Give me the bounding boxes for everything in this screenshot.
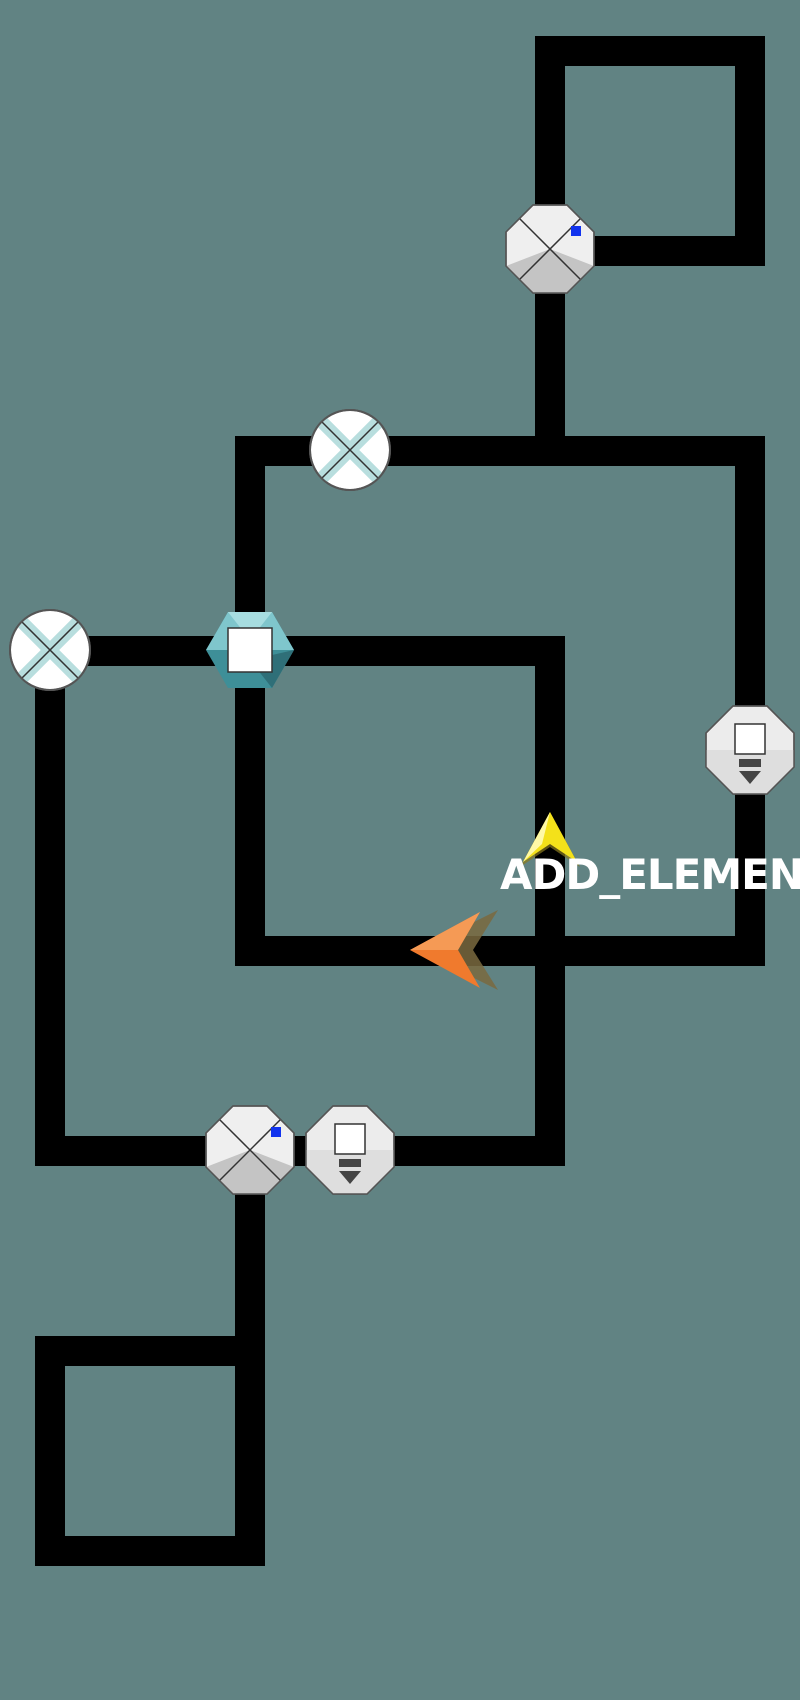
orange-arrow-icon xyxy=(410,910,498,990)
track-segment xyxy=(35,1536,265,1566)
track-segment xyxy=(35,1336,65,1566)
hexagon-station-icon[interactable] xyxy=(205,611,295,689)
switch-octagon-icon[interactable] xyxy=(205,1105,295,1195)
switch-octagon-icon[interactable] xyxy=(505,204,595,294)
dispenser-octagon-icon[interactable] xyxy=(705,705,795,795)
track-segment xyxy=(735,36,765,266)
track-segment xyxy=(235,936,765,966)
dispenser-octagon-icon[interactable] xyxy=(305,1105,395,1195)
crossing-circle-icon[interactable] xyxy=(10,610,90,690)
track-segment xyxy=(35,636,65,1166)
track-segment xyxy=(535,36,765,66)
track-segment xyxy=(235,436,265,966)
track-segment xyxy=(35,1336,265,1366)
track-segment xyxy=(35,636,565,666)
track-network xyxy=(35,36,765,1566)
track-segment xyxy=(535,636,565,1166)
crossing-circle-icon[interactable] xyxy=(310,410,390,490)
cursor-action-label: ADD_ELEMENT xyxy=(500,850,800,899)
track-segment xyxy=(735,436,765,966)
track-segment xyxy=(35,1136,565,1166)
yellow-arrow-icon xyxy=(520,812,580,867)
